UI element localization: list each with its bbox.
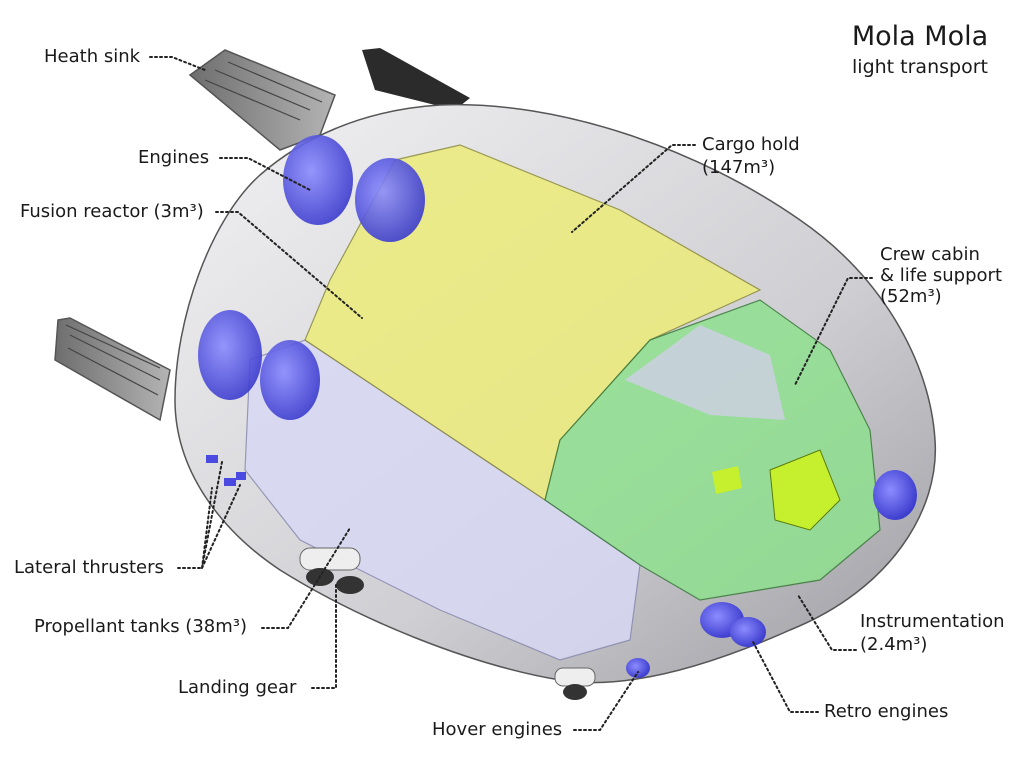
leader-heat-sink — [149, 56, 206, 71]
label-lateral-thrusters: Lateral thrusters — [14, 557, 164, 578]
label-instrumentation: Instrumentation (2.4m³) — [860, 610, 1005, 656]
leader-lateral-thrusters — [177, 461, 241, 569]
label-cargo-hold-line2: (147m³) — [702, 157, 776, 178]
label-crew-cabin-line2: & life support — [880, 265, 1003, 286]
diagram-subtitle: light transport — [852, 56, 988, 78]
label-crew-cabin-line3: (52m³) — [880, 286, 942, 307]
label-landing-gear: Landing gear — [178, 677, 297, 698]
leader-engines — [219, 157, 311, 191]
main-engines — [198, 135, 425, 420]
leader-crew-cabin — [794, 277, 873, 386]
heat-sink-upper — [188, 49, 336, 151]
label-engines: Engines — [138, 147, 210, 168]
leader-fusion-reactor — [215, 211, 363, 319]
hover-engine — [626, 658, 650, 678]
leader-propellant-tanks — [261, 527, 351, 629]
cabin-roof — [625, 325, 785, 420]
label-retro-engines: Retro engines — [824, 701, 949, 722]
leader-landing-gear — [311, 584, 337, 689]
diagram-title-block: Mola Mola light transport — [820, 20, 1020, 80]
label-fusion-reactor: Fusion reactor (3m³) — [20, 201, 204, 222]
label-crew-cabin: Crew cabin & life support (52m³) — [880, 244, 1002, 307]
retro-engines — [700, 470, 917, 647]
heat-sink-upper-back — [362, 48, 470, 110]
leader-hover-engines — [573, 671, 639, 731]
heat-sink-lower — [54, 317, 171, 422]
leader-instrumentation — [797, 594, 857, 651]
label-instrumentation-line2: (2.4m³) — [860, 634, 928, 655]
label-cargo-hold: Cargo hold (147m³) — [702, 133, 800, 179]
label-cargo-hold-line1: Cargo hold — [702, 134, 800, 155]
label-instrumentation-line1: Instrumentation — [860, 611, 1005, 632]
label-crew-cabin-line1: Crew cabin — [880, 244, 980, 265]
cockpit-window — [769, 449, 841, 531]
label-hover-engines: Hover engines — [432, 719, 563, 740]
label-propellant-tanks: Propellant tanks (38m³) — [34, 616, 247, 637]
cabin-window — [712, 466, 742, 494]
leader-retro-engines — [751, 639, 819, 713]
lateral-thrusters — [206, 455, 246, 486]
diagram-title: Mola Mola — [851, 21, 989, 52]
leader-cargo-hold — [571, 144, 696, 233]
label-heat-sink: Heath sink — [44, 46, 141, 67]
